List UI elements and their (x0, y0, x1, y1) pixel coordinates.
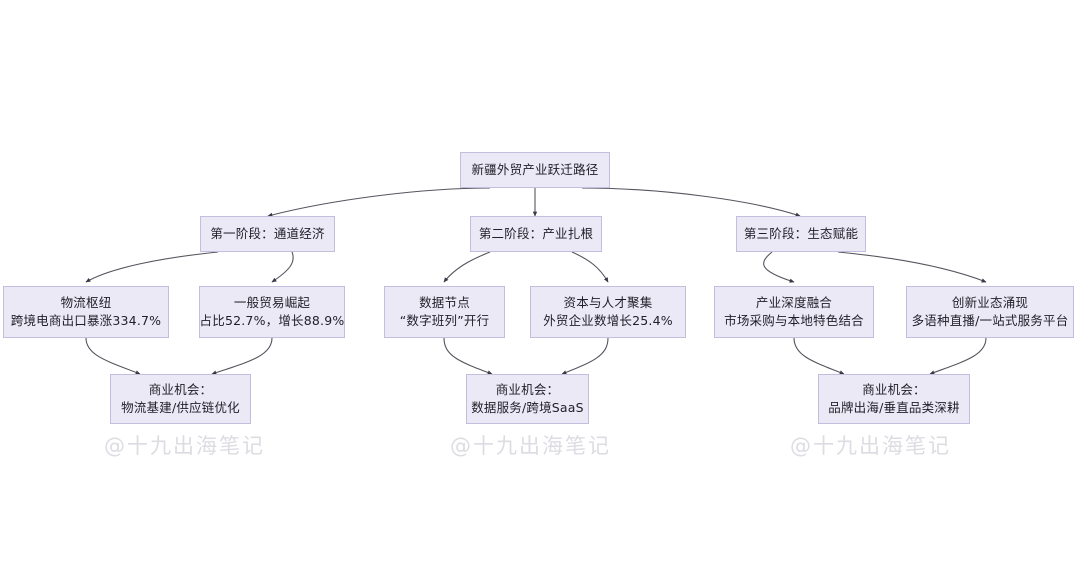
node-stage-2-label: 第二阶段：产业扎根 (478, 225, 594, 241)
edge-stage1-item1 (85, 251, 219, 283)
edge-stage1-item2 (271, 251, 294, 283)
node-item-2[interactable]: 一般贸易崛起 占比52.7%，增长88.9% (199, 286, 345, 338)
node-item-1[interactable]: 物流枢纽 跨境电商出口暴涨334.7% (3, 286, 169, 338)
node-item-3-detail: “数字班列”开行 (399, 313, 490, 328)
node-item-3[interactable]: 数据节点 “数字班列”开行 (384, 286, 505, 338)
node-item-3-title: 数据节点 (419, 294, 470, 310)
node-item-4-title: 资本与人才聚集 (563, 294, 653, 310)
edge-item5-opp3 (793, 337, 845, 375)
edge-item2-opp1 (211, 337, 273, 375)
node-stage-3-label: 第三阶段：生态赋能 (743, 225, 859, 241)
node-stage-3[interactable]: 第三阶段：生态赋能 (736, 216, 866, 252)
edge-stage2-item3 (443, 251, 491, 283)
watermark-center: @十九出海笔记 (450, 434, 611, 458)
node-stage-1[interactable]: 第一阶段：通道经济 (200, 216, 335, 252)
node-opportunity-1[interactable]: 商业机会： 物流基建/供应链优化 (110, 374, 251, 424)
node-item-1-detail: 跨境电商出口暴涨334.7% (10, 313, 162, 328)
node-stage-2[interactable]: 第二阶段：产业扎根 (470, 216, 602, 252)
node-stage-1-label: 第一阶段：通道经济 (210, 225, 325, 241)
node-item-2-title: 一般贸易崛起 (233, 294, 311, 310)
node-root[interactable]: 新疆外贸产业跃迁路径 (460, 152, 610, 188)
node-item-5[interactable]: 产业深度融合 市场采购与本地特色结合 (714, 286, 874, 338)
node-item-2-detail: 占比52.7%，增长88.9% (199, 313, 345, 328)
node-opportunity-2-title: 商业机会： (495, 381, 560, 397)
node-item-6-title: 创新业态涌现 (951, 294, 1029, 310)
node-opportunity-3-title: 商业机会： (862, 381, 926, 397)
node-item-4-detail: 外贸企业数增长25.4% (543, 313, 673, 328)
edge-stage3-item5 (763, 251, 795, 283)
node-root-label: 新疆外贸产业跃迁路径 (471, 161, 599, 177)
node-item-4[interactable]: 资本与人才聚集 外贸企业数增长25.4% (530, 286, 686, 338)
edge-item6-opp3 (929, 337, 987, 375)
node-opportunity-1-title: 商业机会： (148, 381, 213, 397)
edge-item1-opp1 (85, 337, 141, 375)
edge-root-stage1 (267, 187, 491, 218)
watermark-left: @十九出海笔记 (104, 434, 265, 458)
node-opportunity-2-detail: 数据服务/跨境SaaS (471, 400, 584, 415)
node-opportunity-1-detail: 物流基建/供应链优化 (121, 400, 240, 415)
node-opportunity-3-detail: 品牌出海/垂直品类深耕 (828, 400, 960, 415)
node-item-5-title: 产业深度融合 (755, 294, 833, 310)
node-opportunity-2[interactable]: 商业机会： 数据服务/跨境SaaS (466, 374, 589, 424)
edge-item4-opp2 (561, 337, 609, 375)
node-item-6[interactable]: 创新业态涌现 多语种直播/一站式服务平台 (906, 286, 1074, 338)
node-item-1-title: 物流枢纽 (60, 294, 112, 310)
edge-stage2-item4 (571, 251, 609, 283)
node-item-5-detail: 市场采购与本地特色结合 (724, 313, 864, 328)
edge-item3-opp2 (443, 337, 493, 375)
node-opportunity-3[interactable]: 商业机会： 品牌出海/垂直品类深耕 (818, 374, 970, 424)
watermark-right: @十九出海笔记 (790, 434, 951, 458)
edge-root-stage3 (581, 187, 801, 217)
edge-stage3-item6 (837, 251, 987, 283)
node-item-6-detail: 多语种直播/一站式服务平台 (911, 313, 1069, 328)
